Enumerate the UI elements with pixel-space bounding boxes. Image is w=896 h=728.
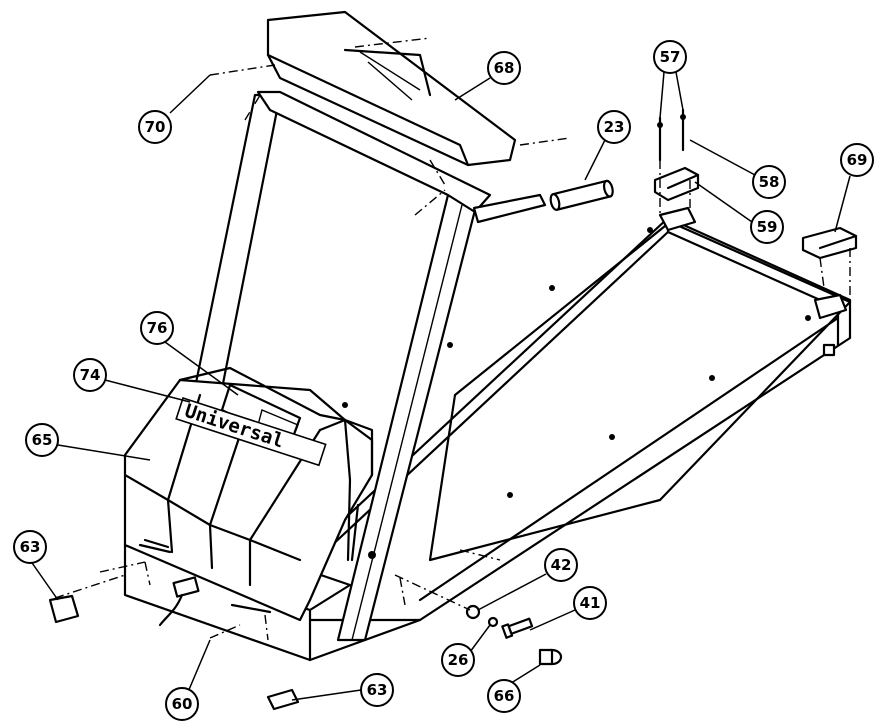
frame-hole <box>447 342 453 348</box>
power-switch <box>172 576 200 598</box>
hood-side <box>318 418 374 477</box>
callout-26: 26 <box>441 643 475 677</box>
callout-69: 69 <box>840 143 874 177</box>
hood-panel-line <box>208 523 214 570</box>
console-front-edge <box>266 53 470 167</box>
callout-74-label: 74 <box>80 366 101 384</box>
callout-60: 60 <box>165 687 199 721</box>
screw-57 <box>657 108 686 162</box>
callout-65-label: 65 <box>32 431 53 449</box>
upright-slot <box>350 503 360 562</box>
callout-68-label: 68 <box>494 59 515 77</box>
rear-foot <box>822 343 836 357</box>
callout-76-label: 76 <box>147 319 168 337</box>
callout-63-left: 63 <box>13 530 47 564</box>
console-display <box>343 48 432 97</box>
callout-23-label: 23 <box>604 118 625 136</box>
hood-panel-line <box>166 498 174 554</box>
callout-65: 65 <box>25 423 59 457</box>
rear-rail-inner <box>666 230 840 310</box>
frame-hole <box>549 285 555 291</box>
bolt-41 <box>501 617 534 639</box>
console-68 <box>266 10 517 167</box>
small-parts <box>48 108 858 711</box>
upright-hole <box>368 551 376 559</box>
frame-rail <box>298 216 852 622</box>
callout-42: 42 <box>544 548 578 582</box>
motor-hood-65: Universal <box>123 366 374 622</box>
callout-23: 23 <box>597 110 631 144</box>
callout-57: 57 <box>653 40 687 74</box>
right-upright-edge <box>351 204 463 641</box>
leader-lines <box>29 71 851 701</box>
frame-hole <box>709 375 715 381</box>
callout-26-label: 26 <box>448 651 469 669</box>
callout-66-label: 66 <box>494 687 515 705</box>
callout-57-label: 57 <box>660 48 681 66</box>
frame-hole <box>609 434 615 440</box>
side-handlebar <box>472 193 547 224</box>
callout-63-bottom-label: 63 <box>367 681 388 699</box>
plate-hatch <box>143 538 170 549</box>
callout-59-label: 59 <box>757 218 778 236</box>
end-cap-69-edge <box>818 234 858 250</box>
callout-68: 68 <box>487 51 521 85</box>
rear-mount-right <box>813 293 848 320</box>
power-cord <box>158 593 184 627</box>
end-cap-66 <box>538 648 563 666</box>
bracket-59-edge <box>666 173 700 190</box>
callout-58-label: 58 <box>759 173 780 191</box>
roller-tube-23 <box>549 179 614 211</box>
side-rail-lower <box>418 316 840 602</box>
upright-frame <box>170 90 547 642</box>
callout-70-label: 70 <box>145 118 166 136</box>
callout-41: 41 <box>573 586 607 620</box>
assembly-lines <box>54 37 851 641</box>
callout-42-label: 42 <box>551 556 572 574</box>
callout-59: 59 <box>750 210 784 244</box>
frame-hole <box>342 402 348 408</box>
washer-26 <box>487 616 499 628</box>
plate-60 <box>230 603 272 614</box>
frame-hole <box>647 227 653 233</box>
callout-76: 76 <box>140 311 174 345</box>
plate-hatch <box>138 543 172 554</box>
rear-mount-left <box>658 206 697 232</box>
callout-63-left-label: 63 <box>20 538 41 556</box>
hood-top-ridge <box>178 366 347 422</box>
nut-42 <box>465 604 481 620</box>
callout-74: 74 <box>73 358 107 392</box>
end-cap-69 <box>801 226 858 260</box>
callout-63-bottom: 63 <box>360 673 394 707</box>
callout-41-label: 41 <box>580 594 601 612</box>
frame-hole <box>805 315 811 321</box>
foot-pad-63 <box>266 688 300 711</box>
callout-70: 70 <box>138 110 172 144</box>
console-display-line <box>359 51 421 91</box>
hood-side-edge <box>343 418 352 562</box>
console-display-line <box>367 61 413 101</box>
callout-58: 58 <box>752 165 786 199</box>
callout-60-label: 60 <box>172 695 193 713</box>
callout-69-label: 69 <box>847 151 868 169</box>
foot-pad-63 <box>48 594 80 624</box>
frame-hole <box>507 492 513 498</box>
console-body <box>266 10 517 167</box>
callout-66: 66 <box>487 679 521 713</box>
